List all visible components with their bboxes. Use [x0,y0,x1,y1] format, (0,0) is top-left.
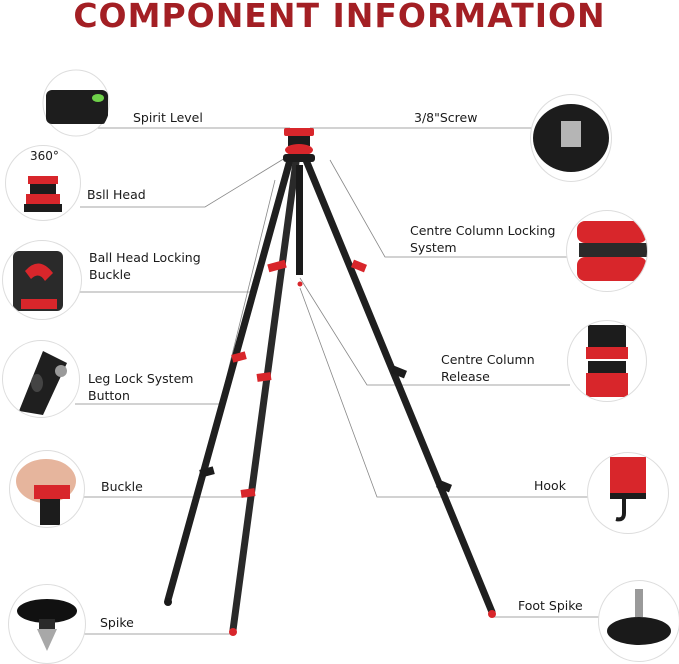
line-centre-release [299,277,570,386]
screw-image [530,94,612,182]
label-foot-spike: Foot Spike [518,598,583,613]
centre-locking-image [566,210,648,292]
label-leg-lock-2: Button [88,388,130,403]
label-screw: 3/8"Screw [414,110,478,125]
label-centre-release-2: Release [441,369,490,384]
spike-image [8,584,86,664]
label-centre-locking-2: System [410,240,457,255]
foot-spike-image [598,580,679,662]
leg-lock-image [2,340,80,418]
buckle-image [9,450,85,528]
badge-360: 360° [30,149,59,163]
label-spike: Spike [100,615,134,630]
line-hook [299,287,590,498]
hook-image [587,452,669,534]
centre-release-image [567,320,647,402]
spirit-level-image [42,66,110,140]
ball-head-image [5,145,81,221]
line-centre-locking [329,159,575,258]
label-spirit-level: Spirit Level [133,110,203,125]
label-centre-locking-1: Centre Column Locking [410,223,556,238]
label-leg-lock-1: Leg Lock System [88,371,194,386]
label-centre-release-1: Centre Column [441,352,535,367]
page-title: COMPONENT INFORMATION [73,0,606,35]
label-buckle: Buckle [101,479,143,494]
label-hook: Hook [534,478,566,493]
label-ball-head-locking-2: Buckle [89,267,131,282]
label-ball-head: Bsll Head [87,187,146,202]
ball-head-locking-image [2,240,82,320]
line-ball-head [80,154,291,208]
label-ball-head-locking-1: Ball Head Locking [89,250,201,265]
